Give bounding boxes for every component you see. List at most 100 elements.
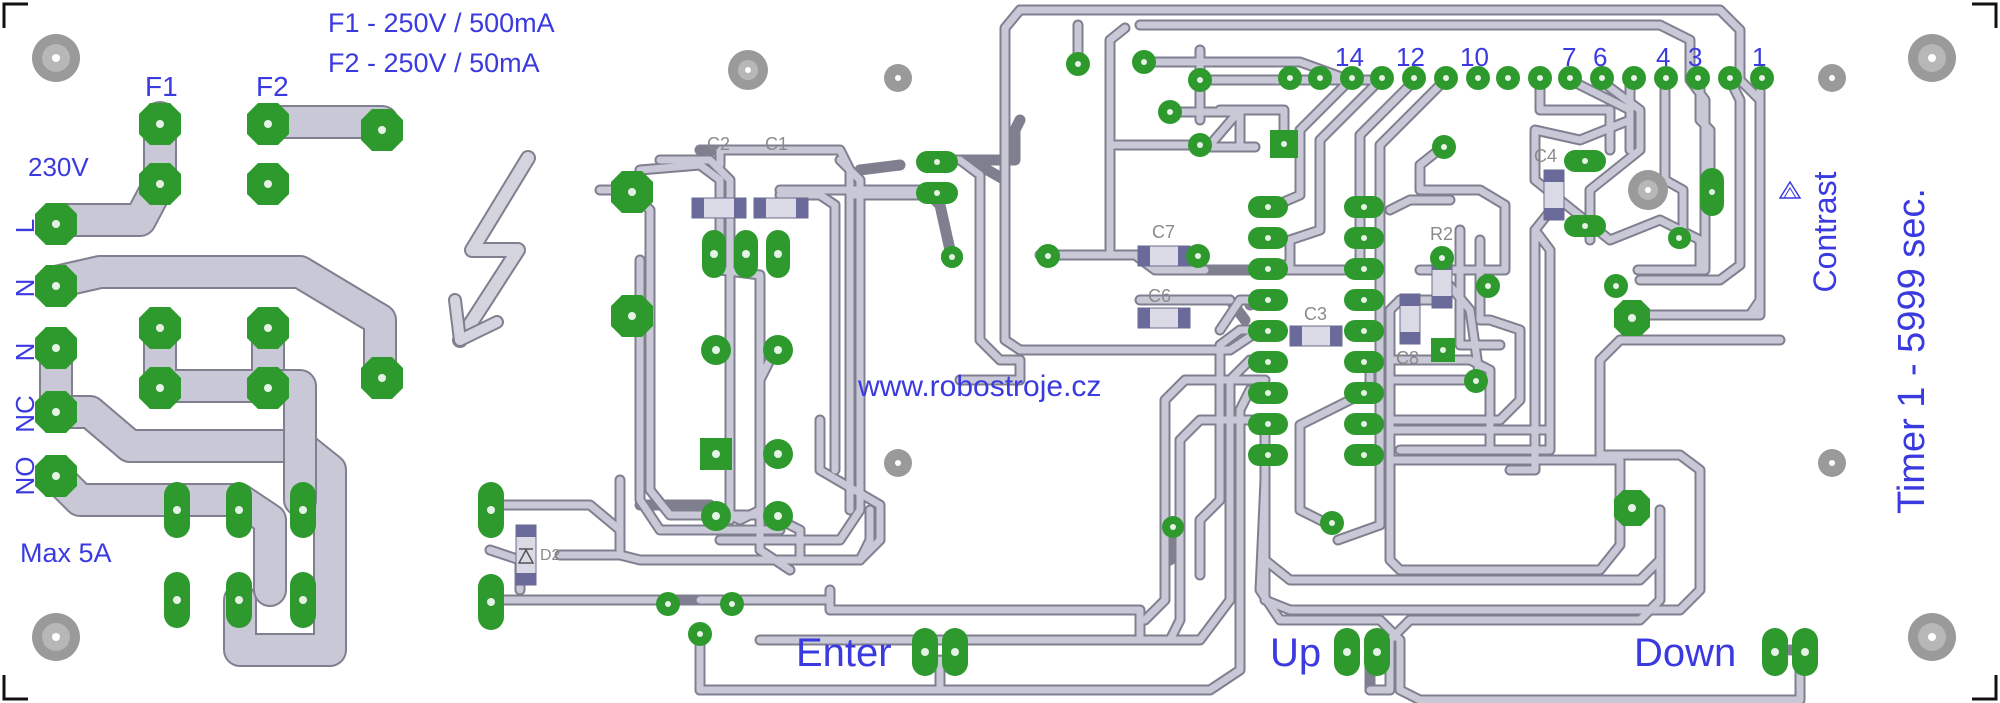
capacitor-c8 [1399, 293, 1421, 345]
pad-round [1430, 246, 1454, 270]
ic-left-pins [1248, 196, 1288, 466]
down-button-pads [1762, 628, 1818, 676]
pad-round [1132, 50, 1156, 74]
terminal-label-n2: N [10, 343, 40, 362]
pad-round [1604, 274, 1628, 298]
pad-round [1186, 244, 1210, 268]
max-current-label: Max 5A [20, 538, 112, 568]
pin-label-7: 7 [1562, 42, 1576, 72]
pads [35, 50, 1818, 676]
contrast-triangle-icon [1778, 180, 1802, 199]
mounting-hole [884, 449, 912, 477]
mounting-hole [1818, 449, 1846, 477]
mounting-hole [1908, 613, 1956, 661]
pad-round [1464, 369, 1488, 393]
pin-label-1: 1 [1752, 42, 1766, 72]
pad-octagon [361, 109, 403, 151]
pad-round [1036, 244, 1060, 268]
hazard-bolt-icon [448, 150, 536, 348]
pad-octagon [611, 295, 653, 337]
pin-label-10: 10 [1460, 42, 1489, 72]
button-label-enter: Enter [796, 631, 892, 675]
up-button-pads [1334, 628, 1390, 676]
mounting-hole [728, 50, 768, 90]
pin-label-6: 6 [1593, 42, 1607, 72]
capacitor-c6 [1137, 307, 1191, 329]
capacitor-c3 [1289, 325, 1343, 347]
mounting-hole [1818, 64, 1846, 92]
capacitor-c2 [691, 197, 747, 219]
pad-octagon [361, 357, 403, 399]
smd-components [515, 169, 1565, 586]
mounting-hole [32, 613, 80, 661]
mounting-hole [1628, 170, 1668, 210]
fuse-spec-line-2: F2 - 250V / 50mA [328, 48, 540, 78]
terminal-label-nc: NC [10, 395, 40, 433]
component-label-d2: D2 [540, 547, 561, 564]
pad-oval [164, 572, 190, 628]
capacitor-c1 [753, 197, 809, 219]
ic-right-pins [1344, 196, 1384, 466]
pad-octagon [139, 163, 181, 205]
pad-round [1476, 274, 1500, 298]
pad-round [1188, 133, 1212, 157]
pad-oval [226, 572, 252, 628]
power-traces [39, 101, 399, 667]
pad-octagon [247, 163, 289, 205]
fuse-spec-line-1: F1 - 250V / 500mA [328, 8, 555, 38]
pad-round [701, 335, 731, 365]
pad-oval [766, 230, 790, 278]
pad-octagon [35, 391, 77, 433]
pad-round [763, 335, 793, 365]
pad-octagon [247, 307, 289, 349]
pad-oval [1564, 215, 1606, 237]
pin-label-12: 12 [1396, 42, 1425, 72]
pad-octagon [35, 265, 77, 307]
pad-octagon [611, 171, 653, 213]
mounting-hole [884, 64, 912, 92]
pad-square [700, 438, 732, 470]
header-pins [1278, 66, 1774, 90]
enter-button-pads [912, 628, 968, 676]
pad-octagon [35, 455, 77, 497]
pad-octagon [1614, 300, 1650, 336]
title-label: Timer 1 - 5999 sec. [1891, 188, 1933, 514]
button-label-up: Up [1270, 631, 1321, 675]
website-label: www.robostroje.cz [857, 370, 1101, 403]
pad-oval [916, 151, 958, 173]
pad-oval [734, 230, 758, 278]
terminal-label-no: NO [10, 457, 40, 496]
pin-label-14: 14 [1335, 42, 1364, 72]
pad-oval [916, 182, 958, 204]
pin-label-4: 4 [1656, 42, 1670, 72]
component-label-c4: C4 [1534, 146, 1557, 166]
terminal-label-l: L [10, 219, 40, 233]
component-label-c1: C1 [765, 134, 788, 154]
component-label-r2: R2 [1430, 224, 1453, 244]
mounting-holes [32, 34, 1956, 661]
fuse-label-f2: F2 [256, 71, 289, 102]
pin-label-3: 3 [1688, 42, 1702, 72]
capacitor-c4 [1543, 169, 1565, 221]
component-label-c8: C8 [1396, 348, 1419, 368]
pad-round [1320, 511, 1344, 535]
pad-octagon [35, 203, 77, 245]
pad-oval [1700, 168, 1724, 216]
mounting-hole [1908, 34, 1956, 82]
component-label-c6: C6 [1148, 286, 1171, 306]
pad-oval [478, 482, 504, 538]
pad-round [1162, 516, 1184, 538]
pad-round [1066, 52, 1090, 76]
pad-oval [164, 482, 190, 538]
pad-oval [226, 482, 252, 538]
pad-round [1158, 100, 1182, 124]
signal-traces [484, 4, 1806, 703]
pad-round [720, 592, 744, 616]
pad-oval [290, 572, 316, 628]
component-label-c7: C7 [1152, 222, 1175, 242]
voltage-label: 230V [28, 152, 89, 182]
pad-round [1432, 135, 1456, 159]
pad-octagon [139, 307, 181, 349]
